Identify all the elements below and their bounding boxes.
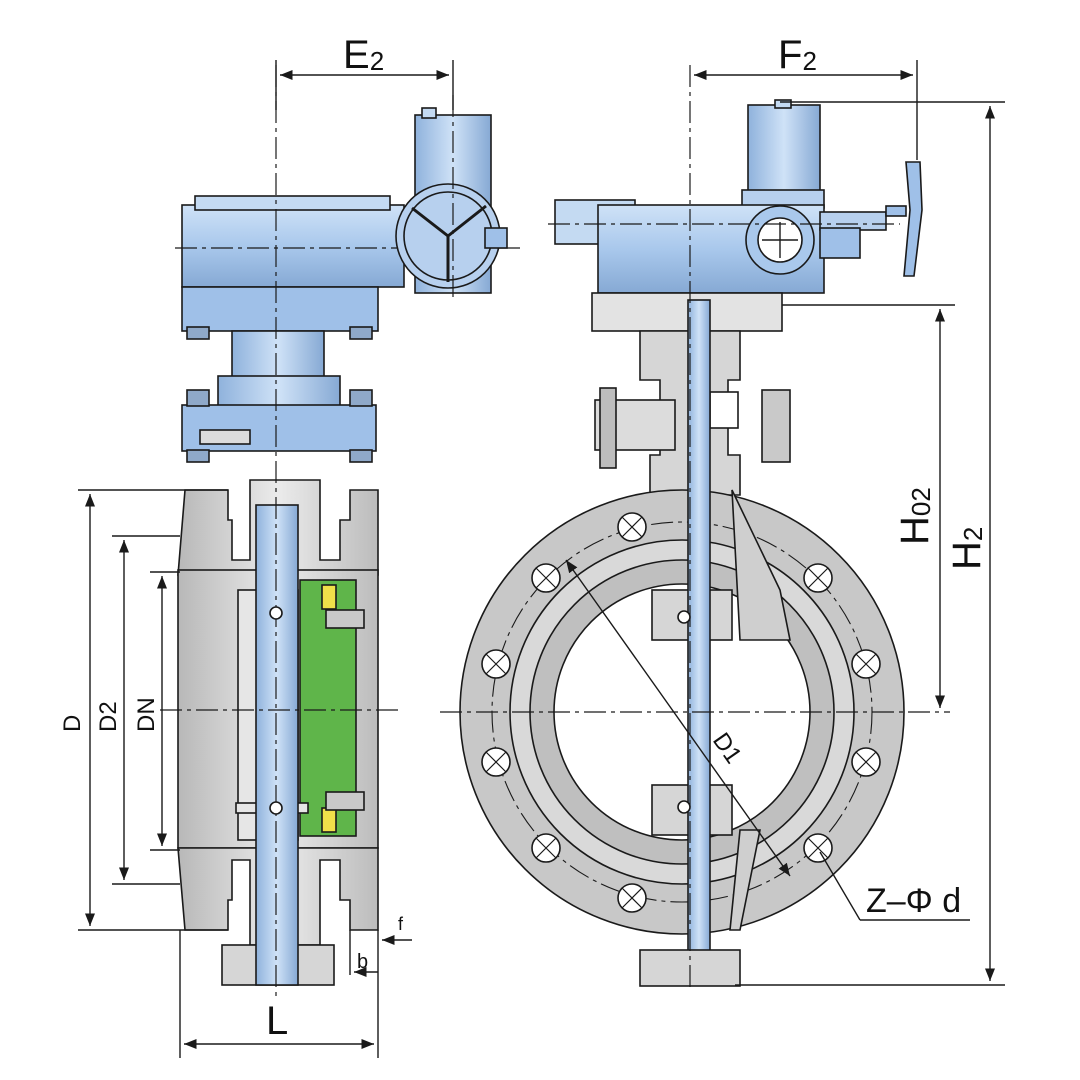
right-view bbox=[440, 65, 950, 990]
label-f: f bbox=[398, 914, 404, 934]
label-b: b bbox=[357, 951, 368, 973]
left-neck bbox=[181, 326, 377, 463]
right-actuator bbox=[548, 99, 923, 294]
label-d2: D2 bbox=[95, 701, 122, 732]
label-d: D bbox=[59, 715, 86, 732]
right-neck bbox=[591, 292, 791, 496]
label-f2: F2 bbox=[778, 33, 817, 77]
dimension-labels: E2 F2 H02 H2 D D2 DN D1 L b f Z–Φ d bbox=[59, 33, 989, 1043]
label-dn: DN bbox=[133, 697, 160, 732]
bolt-holes bbox=[481, 512, 881, 913]
label-e2: E2 bbox=[343, 33, 384, 77]
label-h2: H2 bbox=[945, 527, 989, 570]
right-shaft bbox=[687, 299, 711, 971]
left-view bbox=[160, 65, 520, 1000]
left-actuator bbox=[175, 95, 520, 332]
label-h02: H02 bbox=[893, 487, 937, 545]
label-z-phi-d: Z–Φ d bbox=[866, 882, 961, 920]
dimension-lines bbox=[78, 60, 1005, 1058]
label-l: L bbox=[266, 999, 288, 1043]
side-handwheel-icon bbox=[903, 161, 923, 277]
left-shaft bbox=[255, 504, 299, 986]
